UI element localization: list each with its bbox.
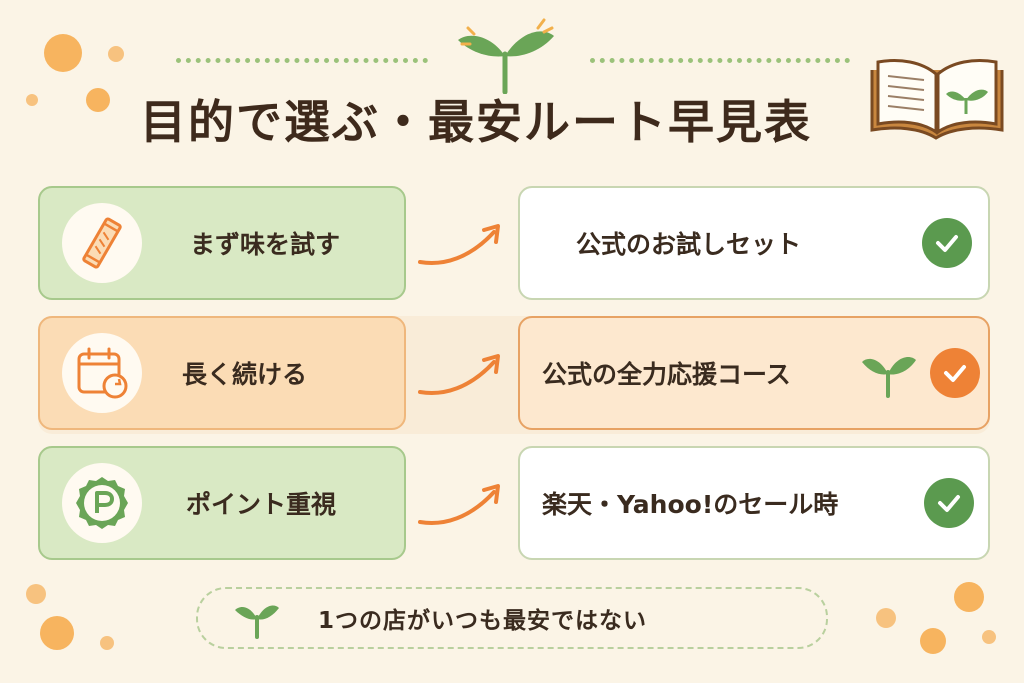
decor-dot <box>100 636 114 650</box>
point-badge-icon <box>76 477 128 529</box>
note-box: 1つの店がいつも最安ではない <box>196 587 828 649</box>
sprout-icon <box>235 605 279 639</box>
decor-dot <box>26 584 46 604</box>
purpose-label: ポイント重視 <box>186 490 337 519</box>
decor-dot <box>108 46 124 62</box>
route-card-trial-set: 公式のお試しセット <box>518 186 990 300</box>
purpose-card-points: ポイント重視 <box>38 446 406 560</box>
decor-dot <box>876 608 896 628</box>
arrow-icon <box>418 354 500 395</box>
check-icon <box>924 478 974 528</box>
decor-dot <box>26 94 38 106</box>
sprout-icon <box>458 18 554 94</box>
decor-dot <box>86 88 110 112</box>
icon-circle <box>62 203 142 283</box>
open-book-icon <box>870 59 1004 140</box>
check-icon <box>922 218 972 268</box>
purpose-card-continue: 長く続ける <box>38 316 406 430</box>
route-card-full-support-course: 公式の全力応援コース <box>518 316 990 430</box>
header-dotted-line-right <box>590 58 850 63</box>
decor-dot <box>954 582 984 612</box>
page-title: 目的で選ぶ・最安ルート早見表 <box>140 95 812 149</box>
route-card-rakuten-yahoo-sale: 楽天・Yahoo!のセール時 <box>518 446 990 560</box>
arrow-icon <box>418 484 500 525</box>
purpose-card-taste: まず味を試す <box>38 186 406 300</box>
icon-circle <box>62 463 142 543</box>
decor-dot <box>40 616 74 650</box>
snack-bar-icon <box>82 217 122 269</box>
arrow-icon <box>418 224 500 265</box>
route-label: 楽天・Yahoo!のセール時 <box>542 490 839 519</box>
check-icon <box>930 348 980 398</box>
sprout-icon <box>862 356 916 398</box>
purpose-label: まず味を試す <box>190 230 341 259</box>
decor-dot <box>982 630 996 644</box>
decor-dot <box>44 34 82 72</box>
note-text: 1つの店がいつも最安ではない <box>318 608 648 634</box>
route-label: 公式のお試しセット <box>576 230 802 259</box>
header-dotted-line-left <box>176 58 428 63</box>
calendar-repeat-icon <box>77 347 128 399</box>
decor-dot <box>920 628 946 654</box>
purpose-label: 長く続ける <box>182 360 308 389</box>
route-label: 公式の全力応援コース <box>542 360 791 389</box>
icon-circle <box>62 333 142 413</box>
